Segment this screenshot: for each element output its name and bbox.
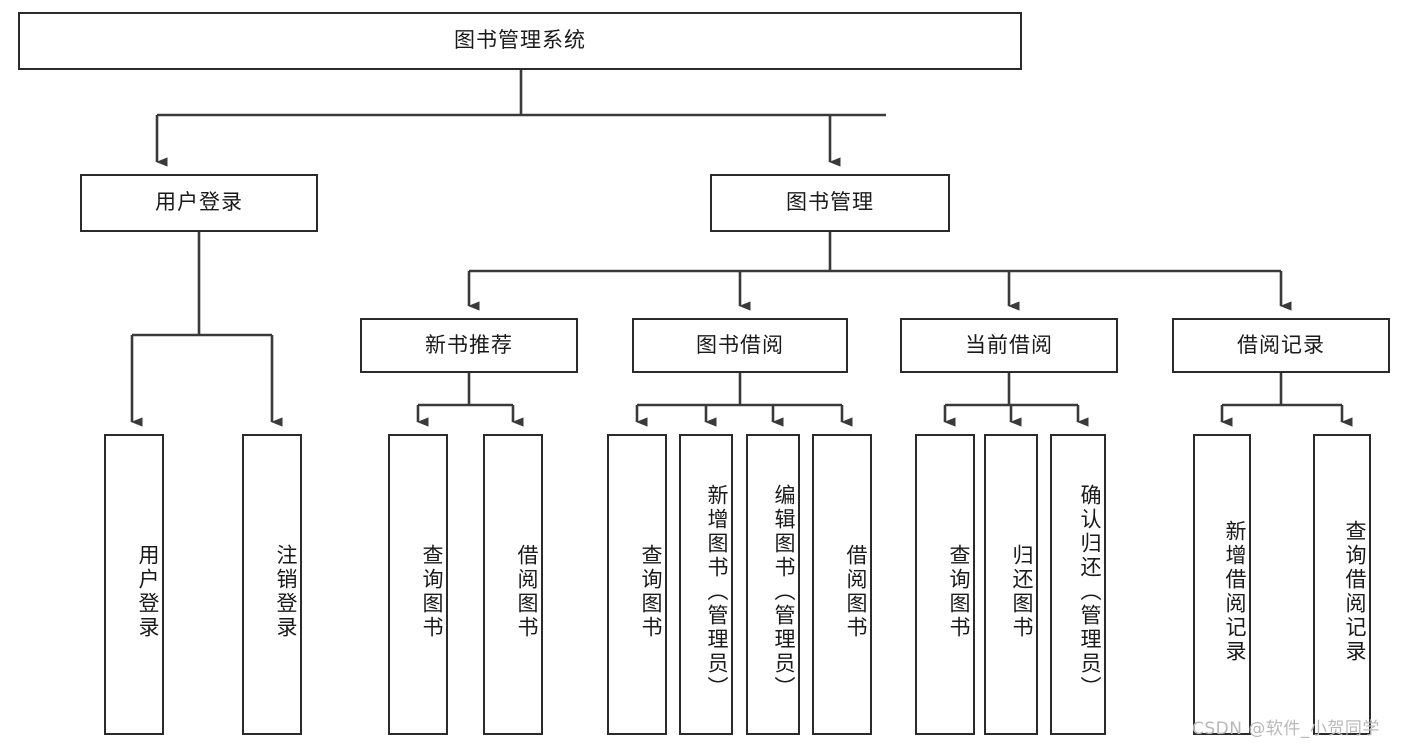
node-user-login[interactable]: 用户登录	[80, 174, 318, 232]
node-current-borrow-label: 当前借阅	[965, 332, 1053, 357]
node-leaf-query-book-3-label: 查询图书	[947, 543, 971, 640]
node-leaf-logout[interactable]: 注销登录	[242, 434, 302, 735]
node-leaf-return-book[interactable]: 归还图书	[984, 434, 1038, 735]
watermark: CSDN @软件_小贺同学	[1192, 719, 1380, 739]
node-root[interactable]: 图书管理系统	[18, 12, 1022, 70]
node-leaf-query-record-label: 查询借阅记录	[1343, 519, 1367, 664]
node-leaf-confirm-return-label: 确认归还（管理员）	[1078, 483, 1102, 700]
node-leaf-query-book-1[interactable]: 查询图书	[388, 434, 448, 735]
node-book-borrow-label: 图书借阅	[696, 332, 784, 357]
node-leaf-user-login-label: 用户登录	[136, 543, 160, 640]
node-leaf-add-record[interactable]: 新增借阅记录	[1193, 434, 1251, 735]
node-leaf-query-book-2[interactable]: 查询图书	[607, 434, 667, 735]
node-leaf-return-book-label: 归还图书	[1010, 543, 1034, 640]
node-leaf-borrow-book-2-label: 借阅图书	[844, 543, 868, 640]
node-leaf-query-book-1-label: 查询图书	[420, 543, 444, 640]
node-book-manage[interactable]: 图书管理	[710, 174, 950, 232]
node-root-label: 图书管理系统	[454, 28, 586, 53]
node-leaf-query-book-3[interactable]: 查询图书	[915, 434, 975, 735]
node-leaf-user-login[interactable]: 用户登录	[104, 434, 164, 735]
node-book-borrow[interactable]: 图书借阅	[632, 318, 848, 373]
node-leaf-add-book[interactable]: 新增图书（管理员）	[679, 434, 733, 735]
node-user-login-label: 用户登录	[155, 190, 243, 215]
node-leaf-borrow-book-2[interactable]: 借阅图书	[812, 434, 872, 735]
node-borrow-record-label: 借阅记录	[1237, 332, 1325, 357]
node-new-book-rec[interactable]: 新书推荐	[360, 318, 578, 373]
node-leaf-query-book-2-label: 查询图书	[639, 543, 663, 640]
node-leaf-borrow-book-1-label: 借阅图书	[515, 543, 539, 640]
node-leaf-edit-book[interactable]: 编辑图书（管理员）	[746, 434, 800, 735]
node-leaf-add-book-label: 新增图书（管理员）	[705, 483, 729, 700]
node-borrow-record[interactable]: 借阅记录	[1172, 318, 1390, 373]
node-leaf-edit-book-label: 编辑图书（管理员）	[772, 483, 796, 700]
node-book-manage-label: 图书管理	[786, 190, 874, 215]
node-leaf-logout-label: 注销登录	[274, 543, 298, 640]
node-leaf-confirm-return[interactable]: 确认归还（管理员）	[1050, 434, 1106, 735]
node-new-book-rec-label: 新书推荐	[425, 332, 513, 357]
node-leaf-add-record-label: 新增借阅记录	[1223, 519, 1247, 664]
node-leaf-query-record[interactable]: 查询借阅记录	[1313, 434, 1371, 735]
node-current-borrow[interactable]: 当前借阅	[900, 318, 1118, 373]
node-leaf-borrow-book-1[interactable]: 借阅图书	[483, 434, 543, 735]
